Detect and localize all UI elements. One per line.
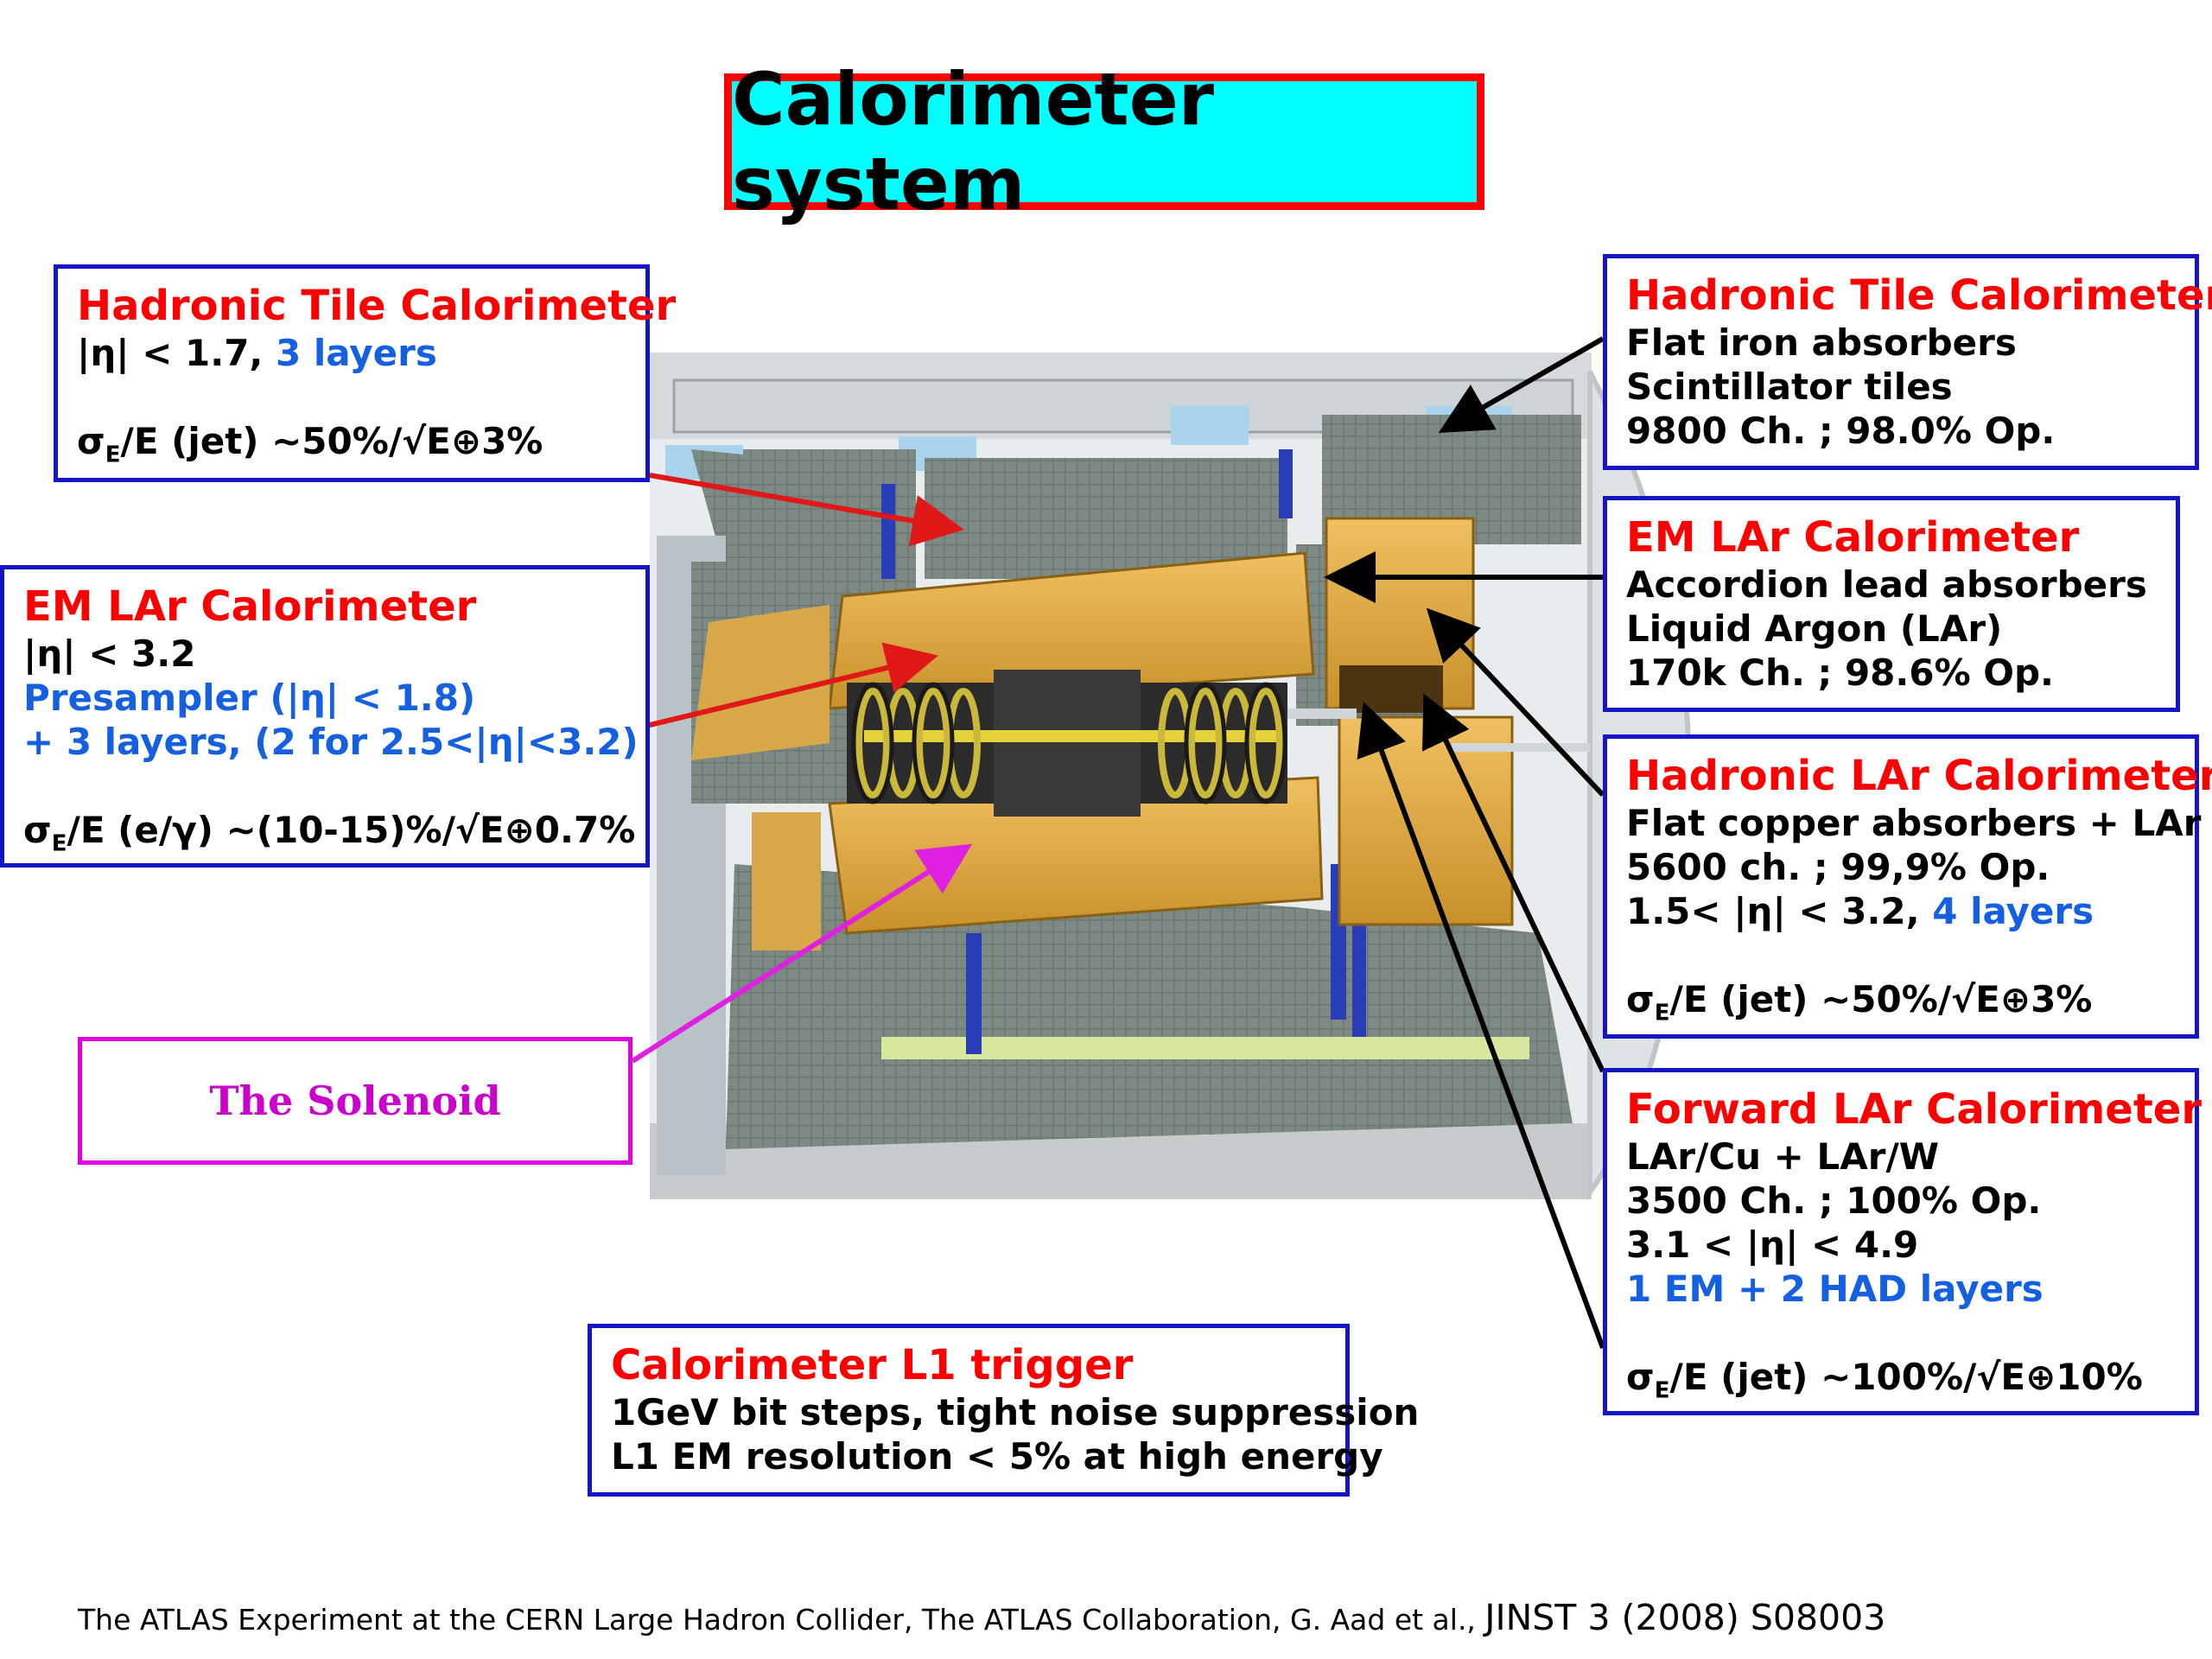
tile-left-eta-range: |η| < 1.7, [77,332,276,374]
hadlar-resolution: σE/E (jet) ~50%/√E⊕3% [1626,977,2176,1024]
arrow-em-right-2 [1426,607,1605,798]
sigma-subscript: E [105,442,121,468]
solenoid-label: The Solenoid [209,1077,501,1124]
hadlar-eta: 1.5< |η| < 3.2, 4 layers [1626,889,2176,933]
tile-right-absorbers: Flat iron absorbers [1626,321,2017,364]
hadlar-eta-range: 1.5< |η| < 3.2, [1626,890,1933,932]
arrow-solenoid [631,843,973,1064]
fwd-layers: 1 EM + 2 HAD layers [1626,1268,2044,1310]
tile-right-channels: 9800 Ch. ; 98.0% Op. [1626,410,2056,452]
em-left-layers: + 3 layers, (2 for 2.5<|η|<3.2) [23,721,639,763]
arrow-hadlar [1422,693,1605,1073]
em-lar-right-box: EM LAr Calorimeter Accordion lead absorb… [1603,496,2180,712]
page-title: Calorimeter system [724,57,1484,226]
arrow-fwd [1357,702,1605,1350]
trigger-steps: 1GeV bit steps, tight noise suppression [611,1391,1420,1433]
fwd-channels: 3500 Ch. ; 100% Op. [1626,1179,2042,1222]
tile-right-tiles: Scintillator tiles [1626,365,1953,408]
trigger-resolution: L1 EM resolution < 5% at high energy [611,1435,1383,1478]
resolution-text: /E (jet) ~50%/√E⊕3% [120,420,543,462]
hadlar-absorbers: Flat copper absorbers + LAr [1626,802,2202,844]
em-right-heading: EM LAr Calorimeter [1626,513,2080,562]
arrow-tile-left [649,473,964,547]
tile-calorimeter-left-box: Hadronic Tile Calorimeter |η| < 1.7, 3 l… [54,264,677,482]
annotation-arrows [631,336,1605,1350]
em-right-argon: Liquid Argon (LAr) [1626,607,2003,650]
tile-left-layers: 3 layers [276,332,437,374]
arrow-em-left [645,642,938,728]
tile-left-eta: |η| < 1.7, 3 layers [77,331,626,375]
em-lar-left-box: EM LAr Calorimeter |η| < 3.2 Presampler … [0,565,650,868]
em-left-heading: EM LAr Calorimeter [23,582,477,631]
detector-image [650,353,1693,1201]
sigma-symbol: σ [23,809,52,851]
sigma-symbol: σ [77,420,105,462]
em-left-resolution: σE/E (e/γ) ~(10-15)%/√E⊕0.7% [23,808,635,855]
tile-left-resolution: σE/E (jet) ~50%/√E⊕3% [77,419,626,466]
solenoid-box: The Solenoid [78,1037,632,1165]
tile-right-heading: Hadronic Tile Calorimeter [1626,271,2212,320]
fwd-eta: 3.1 < |η| < 4.9 [1626,1224,1919,1266]
sigma-subscript: E [51,830,67,857]
hadlar-heading: Hadronic LAr Calorimeter [1626,752,2212,800]
resolution-text: /E (e/γ) ~(10-15)%/√E⊕0.7% [67,809,636,851]
resolution-text: /E (jet) ~50%/√E⊕3% [1669,978,2093,1020]
em-right-channels: 170k Ch. ; 98.6% Op. [1626,652,2054,694]
hadlar-channels: 5600 ch. ; 99,9% Op. [1626,846,2050,888]
hadronic-lar-box: Hadronic LAr Calorimeter Flat copper abs… [1603,734,2212,1039]
citation-reference: JINST 3 (2008) S08003 [1484,1597,1886,1638]
em-left-presampler: Presampler (|η| < 1.8) [23,677,476,719]
l1-trigger-box: Calorimeter L1 trigger 1GeV bit steps, t… [588,1324,1420,1497]
tile-left-heading: Hadronic Tile Calorimeter [77,282,677,330]
fwd-heading: Forward LAr Calorimeter [1626,1085,2202,1134]
hadlar-layers: 4 layers [1932,890,2094,932]
resolution-text: /E (jet) ~100%/√E⊕10% [1669,1356,2143,1398]
sigma-subscript: E [1654,1377,1670,1404]
tile-calorimeter-right-box: Hadronic Tile Calorimeter Flat iron abso… [1603,254,2212,470]
citation-footer: The ATLAS Experiment at the CERN Large H… [78,1597,1885,1638]
arrow-tile-right [1438,336,1605,433]
fwd-absorbers: LAr/Cu + LAr/W [1626,1135,1940,1178]
em-left-eta: |η| < 3.2 [23,632,196,675]
em-right-absorbers: Accordion lead absorbers [1626,563,2147,606]
trigger-heading: Calorimeter L1 trigger [611,1341,1134,1389]
citation-text: The ATLAS Experiment at the CERN Large H… [78,1603,1485,1637]
forward-lar-box: Forward LAr Calorimeter LAr/Cu + LAr/W 3… [1603,1068,2202,1415]
sigma-symbol: σ [1626,978,1655,1020]
fwd-resolution: σE/E (jet) ~100%/√E⊕10% [1626,1355,2176,1402]
sigma-symbol: σ [1626,1356,1655,1398]
sigma-subscript: E [1654,1000,1670,1027]
